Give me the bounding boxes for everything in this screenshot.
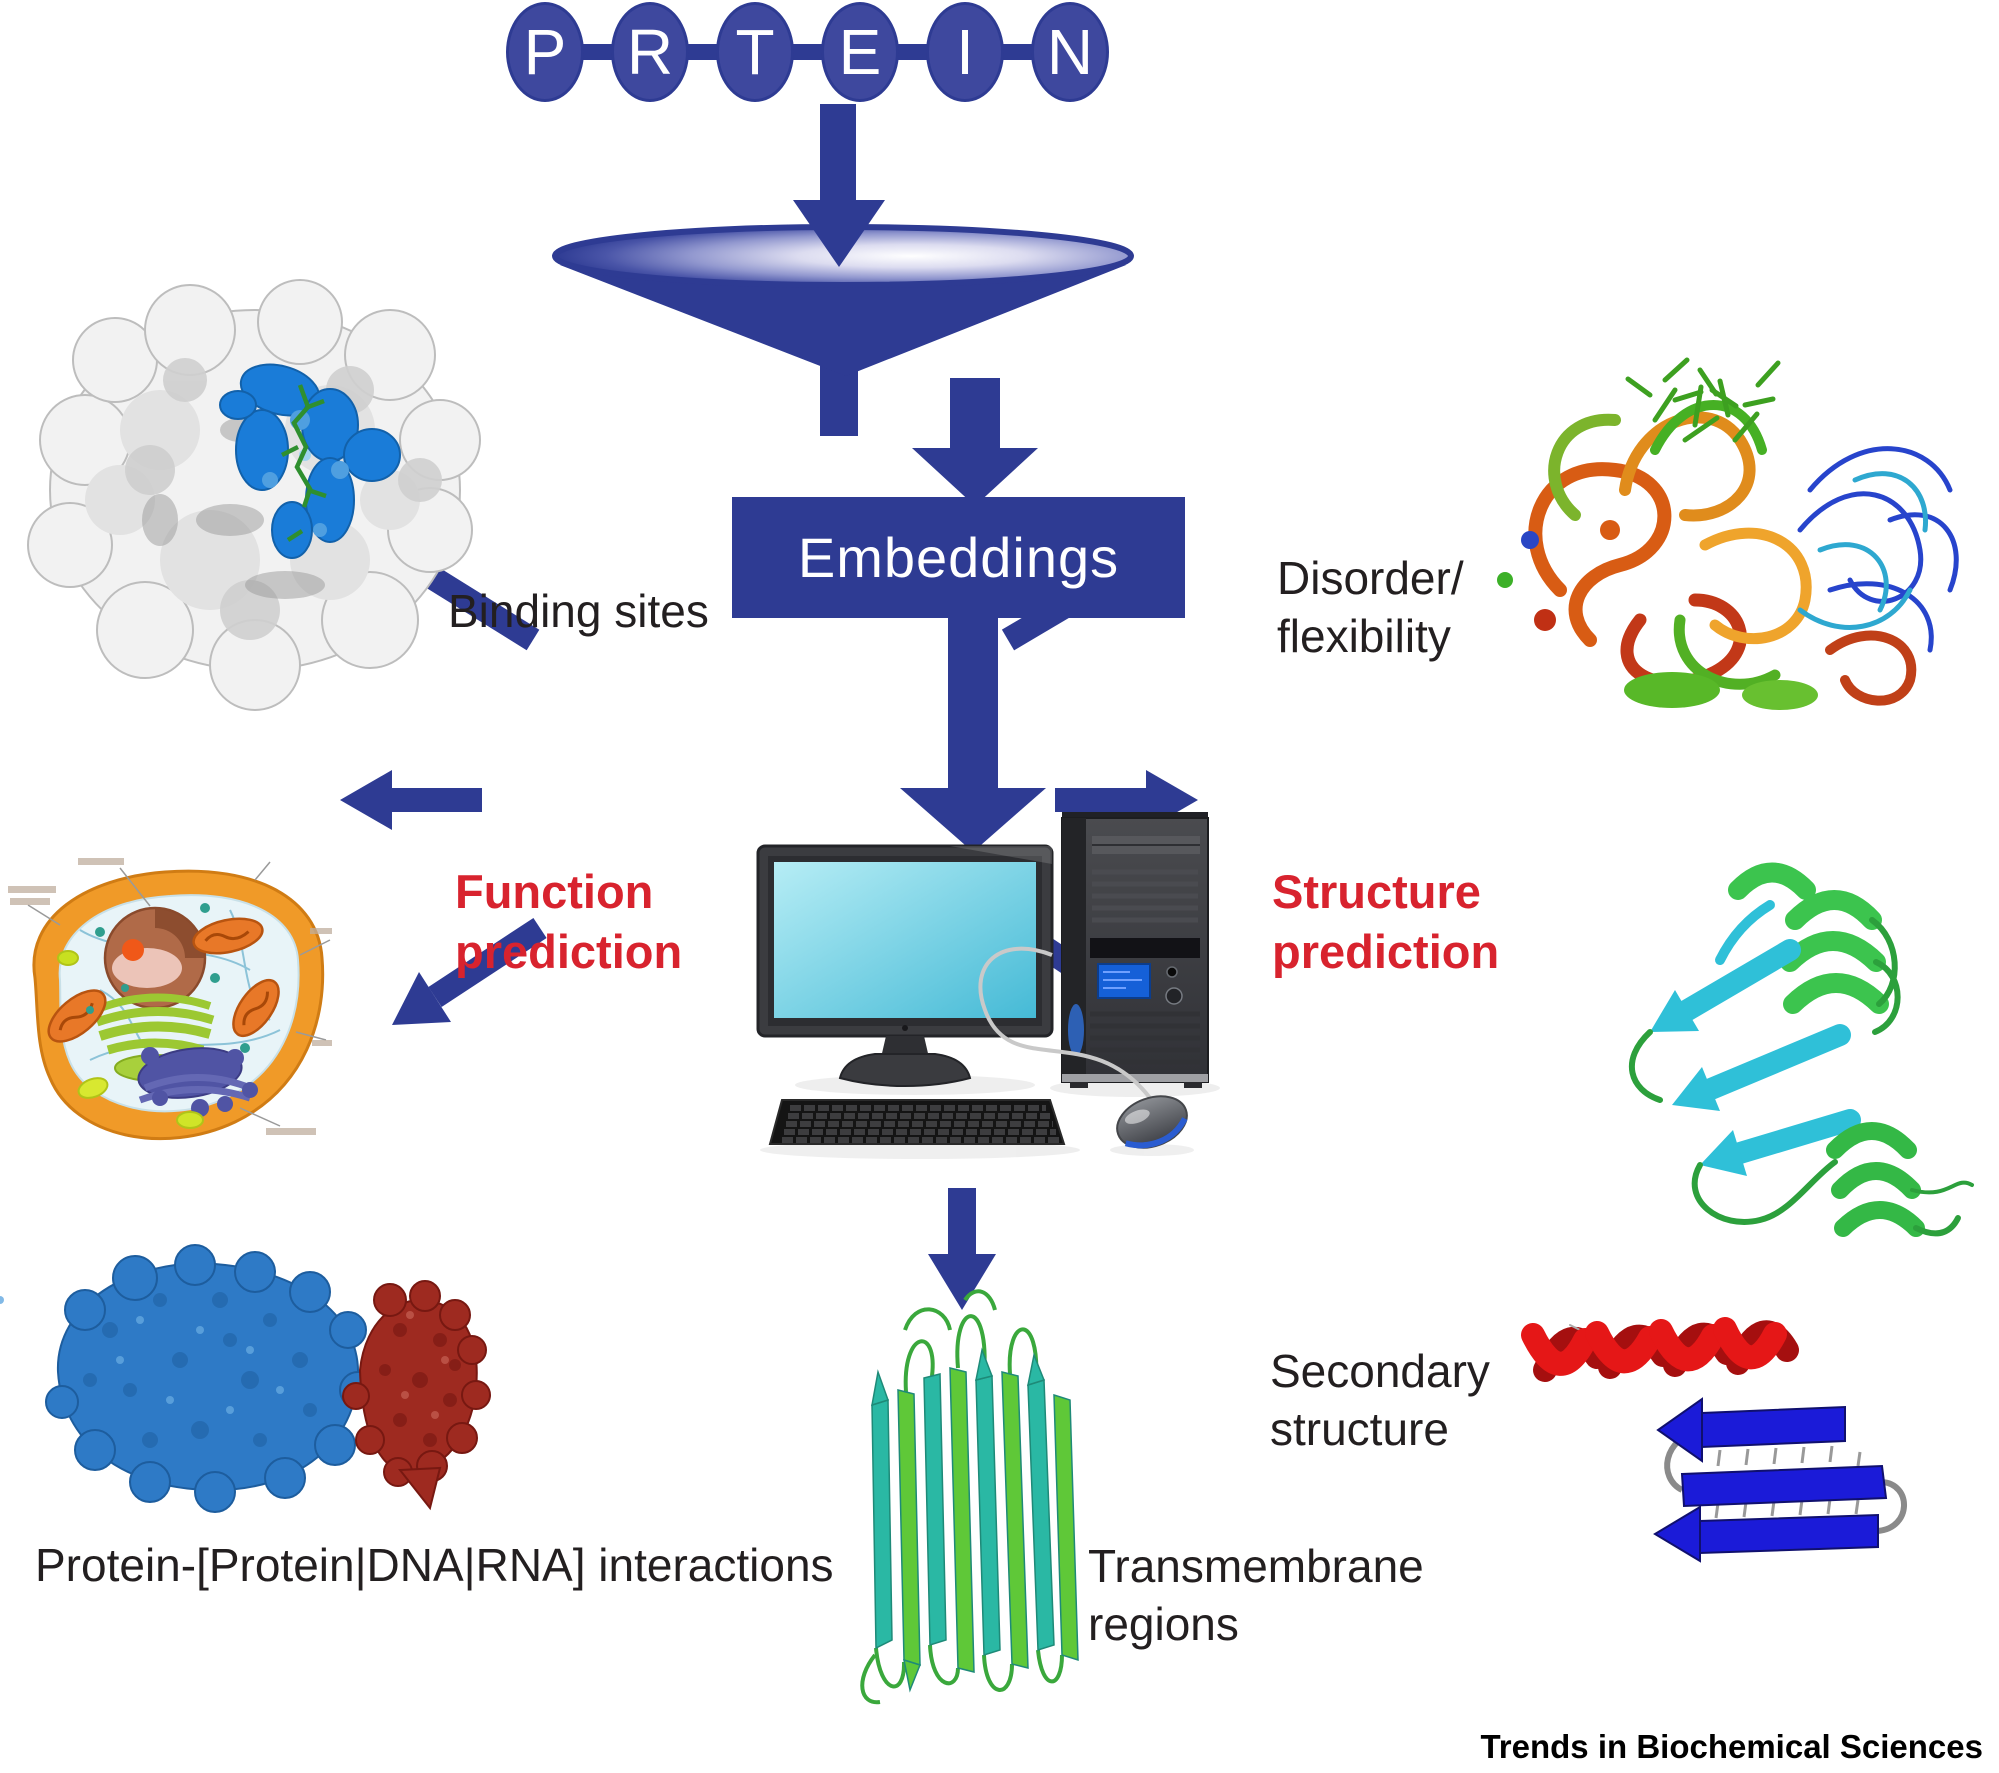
computer-keyboard [768,1099,1066,1145]
protein-complex-image [0,1244,491,1513]
sequence-bead: I [926,2,1004,102]
structure-prediction-image [1629,862,1974,1237]
arrow-to-interactions [392,917,547,1025]
arrow-funnel-to-embeddings [912,378,1038,506]
binding-sites-label: Binding sites [448,585,709,637]
journal-name: Trends in Biochemical Sciences [1480,1728,1983,1765]
binding-site-patch [219,363,401,559]
arrow-to-transmembrane [928,1188,996,1310]
function-prediction-label: Function prediction [455,865,683,978]
alpha-helix [1521,1317,1799,1382]
computer-monitor [756,844,1054,1088]
bead-letter: E [838,16,882,88]
interactions-label: Protein-[Protein|DNA|RNA] interactions [35,1539,834,1591]
structure-prediction-label: Structure prediction [1272,865,1500,978]
embeddings-label: Embeddings [797,526,1120,589]
computer-icon [756,812,1220,1159]
binding-sites-protein-image [27,279,481,711]
beta-sheet [1653,1397,1907,1563]
bead-link [682,44,723,60]
arrow-sequence-to-funnel [793,104,885,267]
bead-letter: R [626,16,674,88]
mouse-cable [978,946,1152,1100]
bead-letter: I [956,16,974,88]
bead-letter: P [523,16,567,88]
computer-tower [1061,812,1209,1088]
cell-labels [8,858,332,1135]
sequence-bead: N [1031,2,1109,102]
mitochondria [47,917,280,1043]
sequence-bead: E [821,2,899,102]
disorder-label: Disorder/ flexibility [1277,552,1464,662]
transmembrane-label: Transmembrane regions [1088,1540,1424,1650]
sequence-bead: T [716,2,794,102]
monitor-screen [774,862,1036,1018]
nucleus [103,906,207,1010]
power-button [1165,987,1183,1005]
bead-link [787,44,828,60]
arrow-to-function [340,770,482,830]
secondary-structure-image [1521,1317,1907,1563]
bead-link [577,44,618,60]
ligand-sticks [280,384,327,542]
lysosomes [57,950,204,1129]
bead-link [997,44,1038,60]
computer-mouse [1116,1095,1188,1149]
sequence-bead: P [506,2,584,102]
cell-image [8,858,332,1141]
bead-letter: T [735,16,775,88]
embeddings-box: Embeddings [732,497,1185,618]
arrow-embeddings-to-computer [900,618,1046,852]
funnel-cone [560,265,1126,376]
secondary-structure-label: Secondary structure [1270,1345,1490,1455]
disorder-ensemble-image [1497,357,1959,710]
bead-link [892,44,933,60]
bead-letter: N [1046,16,1094,88]
transmembrane-barrel-image [860,1289,1079,1705]
sequence-bead: R [611,2,689,102]
